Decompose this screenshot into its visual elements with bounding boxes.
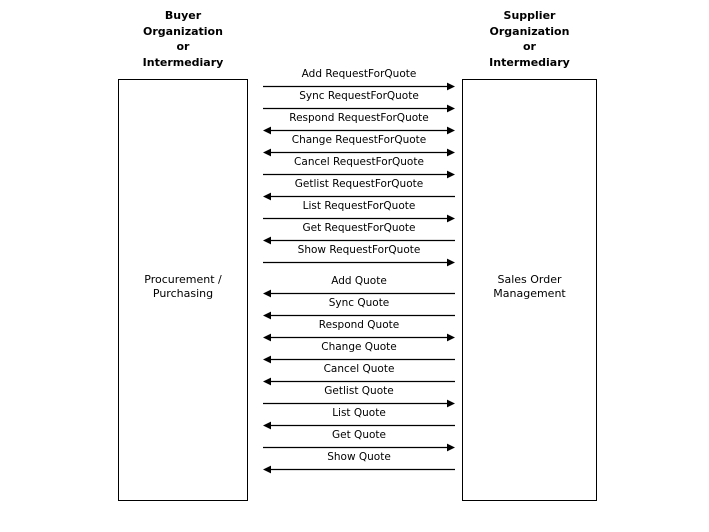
message-label: List Quote <box>332 407 386 419</box>
message-arrow-both <box>263 148 455 157</box>
message-label: List RequestForQuote <box>302 200 416 212</box>
message-arrow-left <box>263 465 455 474</box>
buyer-actor-title: Buyer Organization or Intermediary <box>142 9 224 69</box>
message-label: Add Quote <box>331 275 387 287</box>
message-row: Respond RequestForQuote <box>263 112 455 135</box>
message-row: Show Quote <box>263 451 455 474</box>
supplier-actor-title: Supplier Organization or Intermediary <box>489 9 570 69</box>
message-label: Respond RequestForQuote <box>289 112 429 124</box>
message-arrow-right <box>263 170 455 179</box>
message-label: Add RequestForQuote <box>301 68 417 80</box>
message-arrow-right <box>263 82 455 91</box>
message-row: Add RequestForQuote <box>263 68 455 91</box>
message-label: Cancel RequestForQuote <box>294 156 424 168</box>
message-arrow-left <box>263 192 455 201</box>
message-row: Getlist RequestForQuote <box>263 178 455 201</box>
message-arrow-both <box>263 126 455 135</box>
message-row: Get Quote <box>263 429 455 452</box>
message-label: Get Quote <box>332 429 386 441</box>
message-label: Getlist Quote <box>324 385 394 397</box>
message-label: Sync Quote <box>328 297 390 309</box>
message-label: Respond Quote <box>318 319 400 331</box>
message-row: Change RequestForQuote <box>263 134 455 157</box>
message-label: Cancel Quote <box>323 363 395 375</box>
supplier-lifeline-box: Sales Order Management <box>462 79 597 501</box>
message-label: Getlist RequestForQuote <box>294 178 424 190</box>
message-row: Change Quote <box>263 341 455 364</box>
message-row: Get RequestForQuote <box>263 222 455 245</box>
message-label: Change RequestForQuote <box>291 134 427 146</box>
message-arrow-right <box>263 443 455 452</box>
message-row: Sync RequestForQuote <box>263 90 455 113</box>
message-arrow-left <box>263 377 455 386</box>
message-row: Cancel RequestForQuote <box>263 156 455 179</box>
message-arrow-left <box>263 421 455 430</box>
message-label: Show RequestForQuote <box>297 244 421 256</box>
message-row: Sync Quote <box>263 297 455 320</box>
message-label: Show Quote <box>327 451 391 463</box>
message-arrow-right <box>263 214 455 223</box>
message-label: Sync RequestForQuote <box>299 90 419 102</box>
message-row: Getlist Quote <box>263 385 455 408</box>
message-label: Get RequestForQuote <box>302 222 416 234</box>
message-label: Change Quote <box>321 341 397 353</box>
message-row: Add Quote <box>263 275 455 298</box>
message-arrow-left <box>263 236 455 245</box>
message-row: Respond Quote <box>263 319 455 342</box>
message-arrow-left <box>263 289 455 298</box>
message-arrow-right <box>263 399 455 408</box>
message-row: List Quote <box>263 407 455 430</box>
message-arrow-both <box>263 333 455 342</box>
message-arrow-left <box>263 311 455 320</box>
message-arrow-left <box>263 355 455 364</box>
message-arrow-right <box>263 104 455 113</box>
message-row: Show RequestForQuote <box>263 244 455 267</box>
message-row: List RequestForQuote <box>263 200 455 223</box>
message-arrow-right <box>263 258 455 267</box>
buyer-lifeline-label: Procurement / Purchasing <box>144 273 222 300</box>
message-row: Cancel Quote <box>263 363 455 386</box>
supplier-lifeline-label: Sales Order Management <box>493 273 566 300</box>
buyer-lifeline-box: Procurement / Purchasing <box>118 79 248 501</box>
